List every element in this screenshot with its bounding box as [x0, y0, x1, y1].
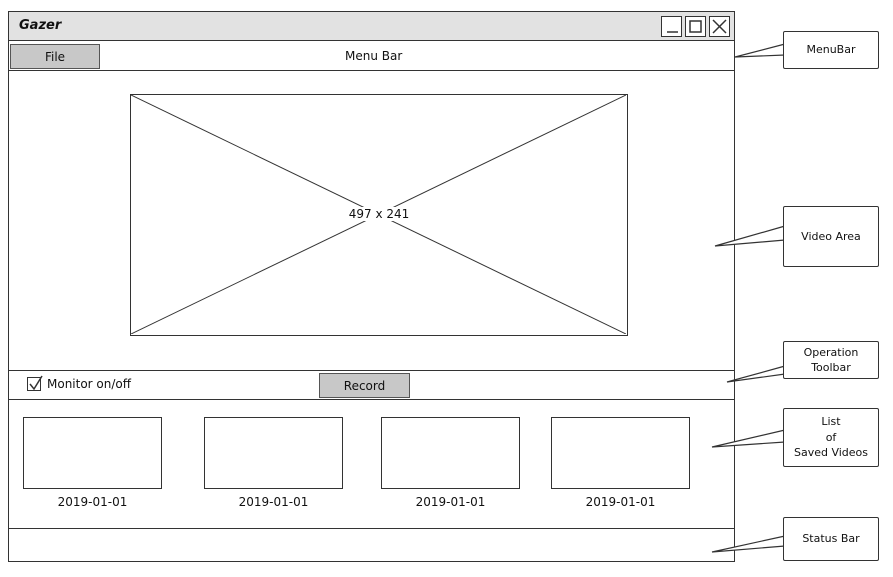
operation-toolbar: Monitor on/off Record: [9, 370, 734, 400]
callout-saved-line1: List: [821, 415, 841, 429]
monitor-checkbox[interactable]: [27, 375, 43, 391]
callout-operation-toolbar: Operation Toolbar: [783, 341, 879, 379]
saved-video-thumbnail[interactable]: [204, 417, 343, 489]
callout-status-bar-text: Status Bar: [802, 532, 860, 546]
status-bar: [9, 528, 734, 529]
monitor-label: Monitor on/off: [47, 377, 132, 391]
window-title: Gazer: [19, 18, 62, 33]
minimize-button[interactable]: [661, 16, 682, 37]
title-bar[interactable]: Gazer: [9, 12, 734, 41]
video-dimensions-text: 497 x 241: [346, 207, 412, 221]
callout-status-bar: Status Bar: [783, 517, 879, 561]
video-placeholder-label: 497 x 241: [131, 207, 627, 221]
app-window: Gazer File Menu Bar 497 x 241: [8, 11, 735, 562]
saved-video-date: 2019-01-01: [585, 495, 656, 509]
saved-video-date: 2019-01-01: [238, 495, 309, 509]
callout-menubar: MenuBar: [783, 31, 879, 69]
saved-video-thumbnail[interactable]: [551, 417, 690, 489]
menu-bar: File Menu Bar: [9, 42, 734, 71]
record-button[interactable]: Record: [319, 373, 410, 398]
saved-video-thumbnail[interactable]: [23, 417, 162, 489]
close-icon: [712, 19, 727, 34]
saved-video-thumbnail[interactable]: [381, 417, 520, 489]
callout-operation-line2: Toolbar: [811, 361, 851, 374]
monitor-toggle[interactable]: Monitor on/off: [27, 375, 132, 391]
callout-video-area: Video Area: [783, 206, 879, 267]
callout-menubar-text: MenuBar: [806, 43, 856, 57]
callout-saved-line3: Saved Videos: [793, 446, 869, 460]
minimize-icon: [667, 31, 678, 33]
callout-operation-line1: Operation: [803, 345, 859, 359]
video-area[interactable]: 497 x 241: [130, 94, 628, 336]
close-button[interactable]: [709, 16, 730, 37]
maximize-button[interactable]: [685, 16, 706, 37]
maximize-icon: [689, 20, 702, 33]
saved-video-date: 2019-01-01: [415, 495, 486, 509]
callout-saved-videos: List of Saved Videos: [783, 408, 879, 467]
saved-video-date: 2019-01-01: [57, 495, 128, 509]
callout-saved-line2: of: [825, 430, 837, 444]
menu-bar-label: Menu Bar: [345, 49, 403, 63]
check-icon: [29, 375, 43, 391]
file-menu-button[interactable]: File: [10, 44, 100, 69]
callout-video-area-text: Video Area: [801, 229, 861, 243]
